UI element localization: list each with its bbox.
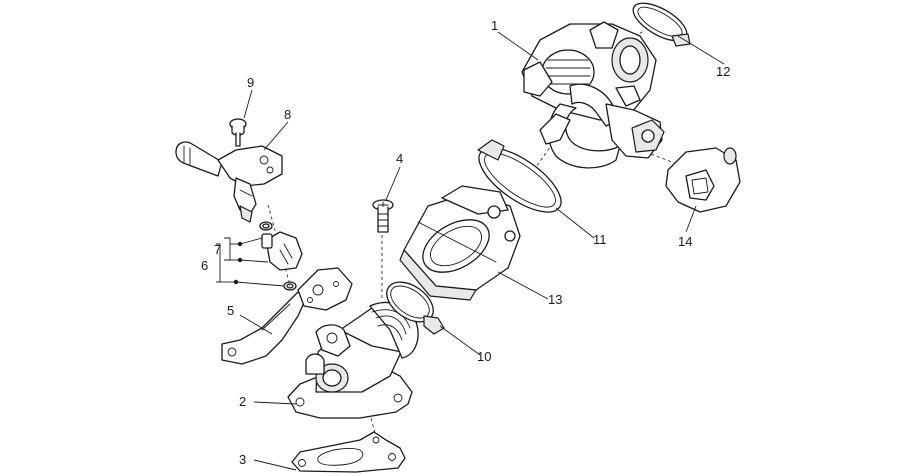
callout-12: 12 xyxy=(716,64,730,79)
callout-6: 6 xyxy=(201,258,208,273)
part-11-hose-clamp xyxy=(477,139,562,213)
part-9-screw xyxy=(229,118,247,147)
callout-labels: 1 2 3 4 5 6 7 8 9 10 11 12 13 14 xyxy=(201,18,730,467)
part-5-bracket xyxy=(221,291,307,365)
callout-3: 3 xyxy=(239,452,246,467)
callout-1: 1 xyxy=(491,18,498,33)
callout-11: 11 xyxy=(593,232,607,247)
part-12-hose-clamp xyxy=(632,2,691,47)
part-4-screw xyxy=(372,199,394,233)
callout-14: 14 xyxy=(678,234,692,249)
sensor-mounting-plate xyxy=(297,267,353,311)
callout-4: 4 xyxy=(396,151,403,166)
callout-13: 13 xyxy=(548,292,562,307)
callout-5: 5 xyxy=(227,303,234,318)
part-6-sensor-group xyxy=(259,221,303,291)
callout-8: 8 xyxy=(284,107,291,122)
part-13-throttle-adapter xyxy=(399,185,521,301)
callout-10: 10 xyxy=(477,349,491,364)
callout-9: 9 xyxy=(247,75,254,90)
bracket-dots xyxy=(233,241,243,285)
leader-lines xyxy=(216,31,725,471)
part-10-hose-clamp xyxy=(386,281,445,335)
part-8-injector xyxy=(175,141,283,223)
part-1-throttle-body xyxy=(521,21,665,169)
callout-2: 2 xyxy=(239,394,246,409)
part-3-gasket xyxy=(291,431,406,473)
callout-7: 7 xyxy=(214,242,221,257)
part-14-sensor-cap xyxy=(665,147,741,213)
part-2-intake-manifold xyxy=(287,301,419,419)
